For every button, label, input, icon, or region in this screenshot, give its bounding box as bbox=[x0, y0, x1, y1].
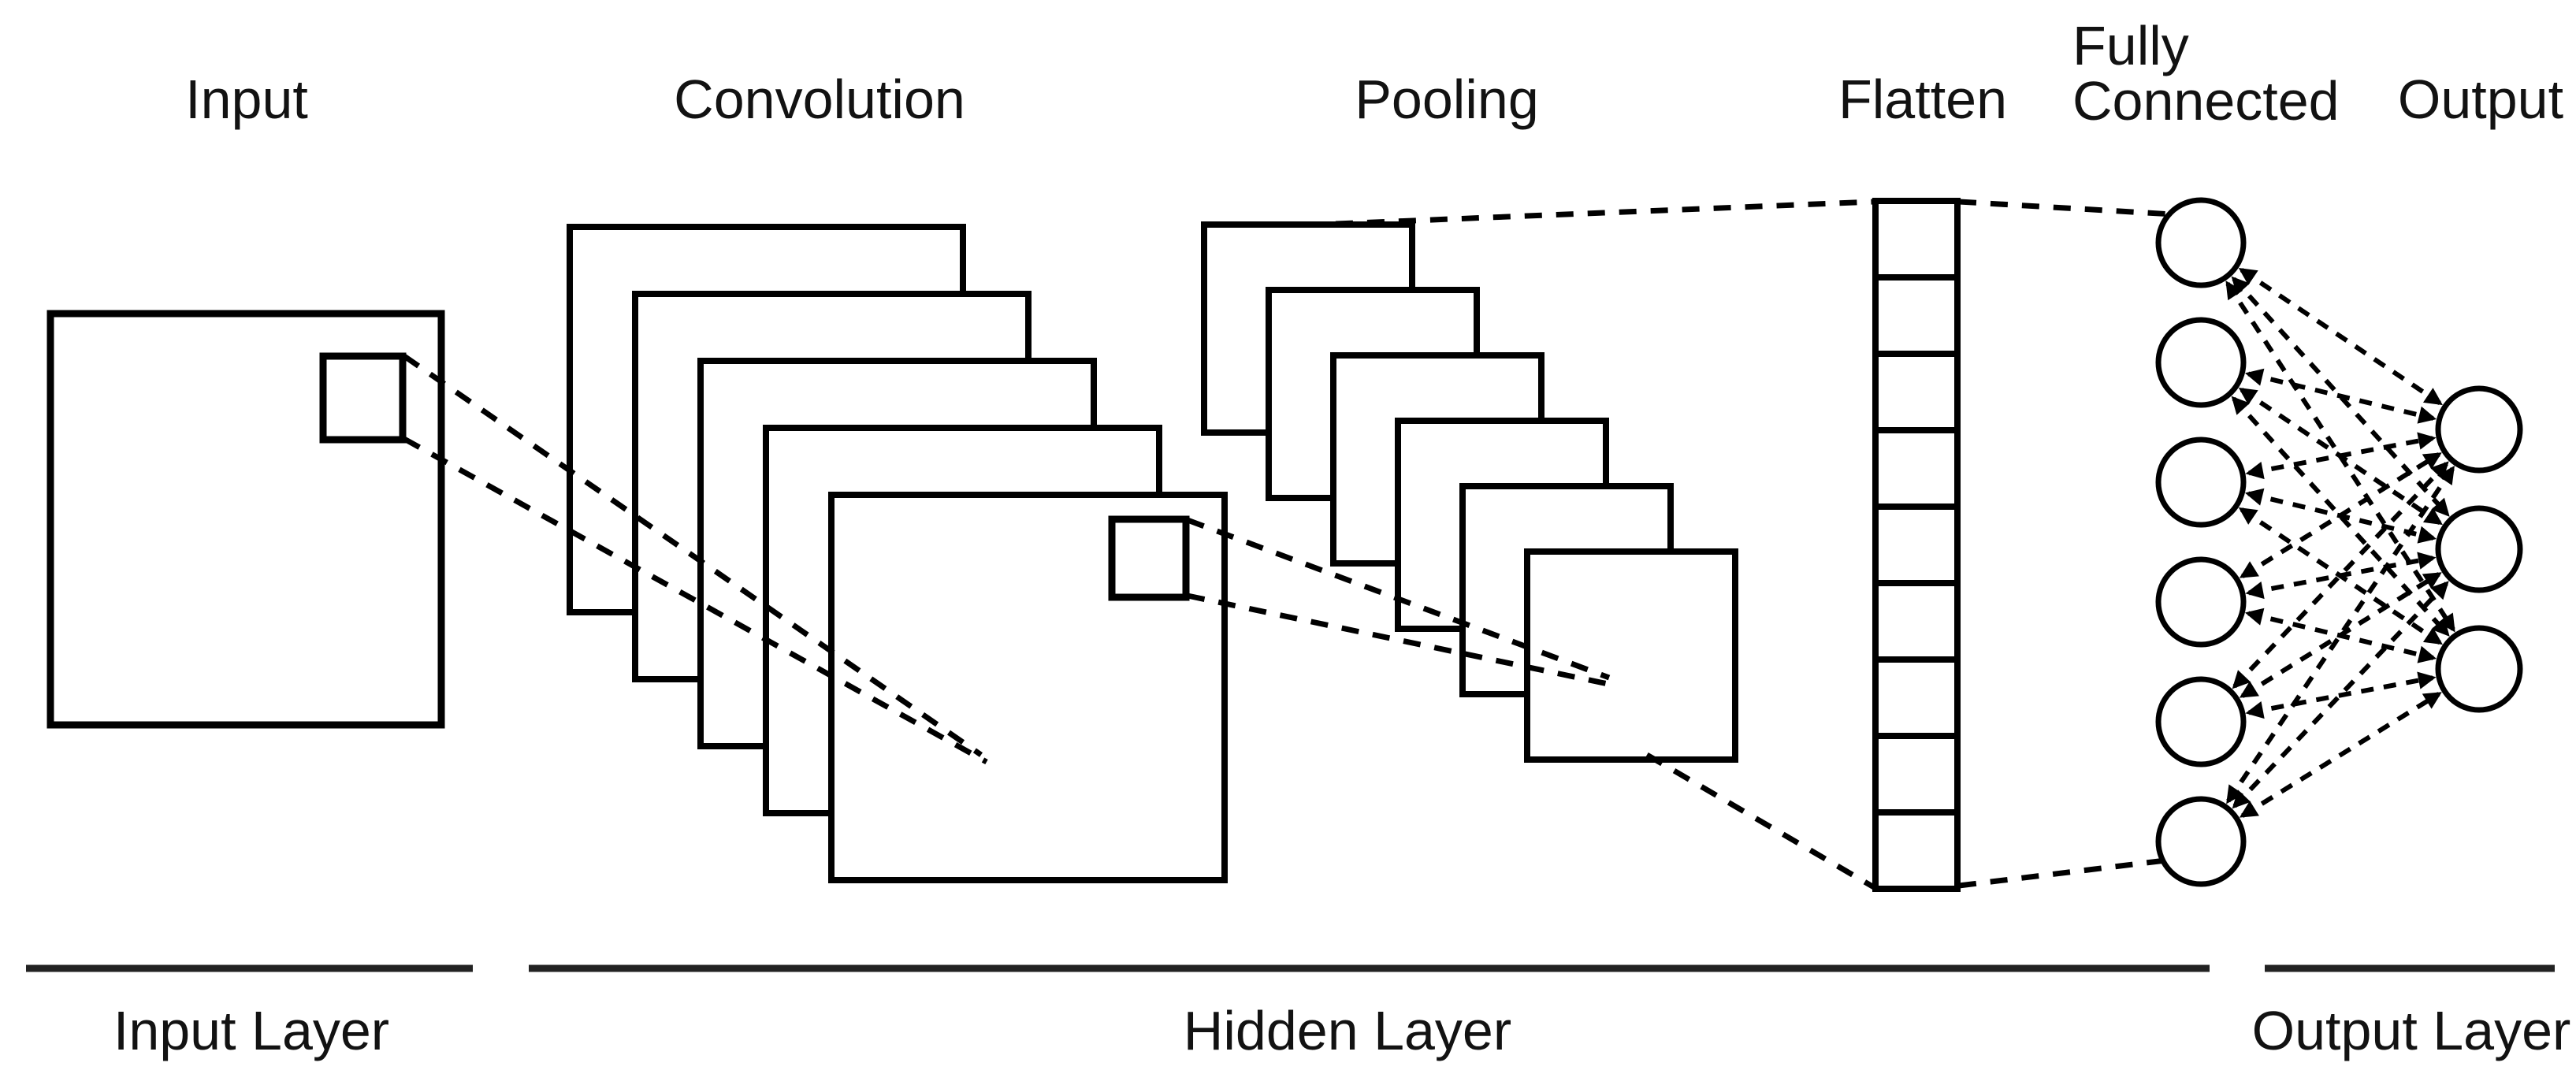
fc-neuron-3 bbox=[2155, 437, 2247, 528]
flatten-vector bbox=[1872, 198, 1961, 892]
dash-conv-kernel-to-pool-top bbox=[1186, 517, 1611, 681]
label-pooling: Pooling bbox=[1355, 69, 1539, 130]
dash-flatten-top-to-fc-first bbox=[1958, 199, 2173, 217]
pool-feature-map-6 bbox=[1524, 548, 1738, 763]
fc-neuron-1 bbox=[2155, 197, 2247, 288]
dash-pool-bottom-to-flatten-bottom bbox=[1645, 752, 1875, 890]
dash-input-kernel-to-conv-bottom bbox=[403, 436, 988, 765]
output-neuron-2 bbox=[2435, 505, 2523, 593]
fc-5-to-output-3 bbox=[2245, 671, 2437, 719]
diagram-shapes bbox=[46, 197, 2523, 892]
input-kernel-square bbox=[319, 352, 407, 444]
fc-2-to-output-1 bbox=[2244, 368, 2437, 424]
fc-1-to-output-1 bbox=[2238, 268, 2443, 406]
output-neuron-1 bbox=[2435, 385, 2523, 474]
diagram-labels: Input Convolution Pooling Flatten Fully … bbox=[113, 15, 2570, 1061]
label-output_layer: Output Layer bbox=[2252, 1000, 2571, 1061]
label-connected: Connected bbox=[2072, 70, 2340, 132]
label-flatten: Flatten bbox=[1838, 69, 2007, 130]
label-hidden_layer: Hidden Layer bbox=[1184, 1000, 1511, 1061]
dash-flatten-bottom-to-fc-last bbox=[1958, 857, 2166, 889]
label-fully: Fully bbox=[2072, 15, 2189, 76]
dash-pool-top-to-flatten-top bbox=[1335, 199, 1875, 227]
diagram-connections bbox=[26, 199, 2555, 972]
label-input: Input bbox=[185, 69, 308, 130]
dash-input-kernel-to-conv-top bbox=[403, 354, 983, 757]
label-convolution: Convolution bbox=[674, 69, 965, 130]
conv-kernel-square bbox=[1108, 515, 1190, 601]
output-neuron-3 bbox=[2435, 625, 2523, 713]
label-output: Output bbox=[2398, 69, 2563, 130]
dash-conv-kernel-to-pool-bottom bbox=[1187, 593, 1616, 689]
fc-neuron-2 bbox=[2155, 317, 2247, 408]
fc-6-to-output-3 bbox=[2239, 692, 2442, 818]
fc-neuron-6 bbox=[2155, 796, 2247, 887]
fc-neuron-5 bbox=[2155, 676, 2247, 767]
label-input_layer: Input Layer bbox=[113, 1000, 389, 1061]
fc-neuron-4 bbox=[2155, 556, 2247, 648]
